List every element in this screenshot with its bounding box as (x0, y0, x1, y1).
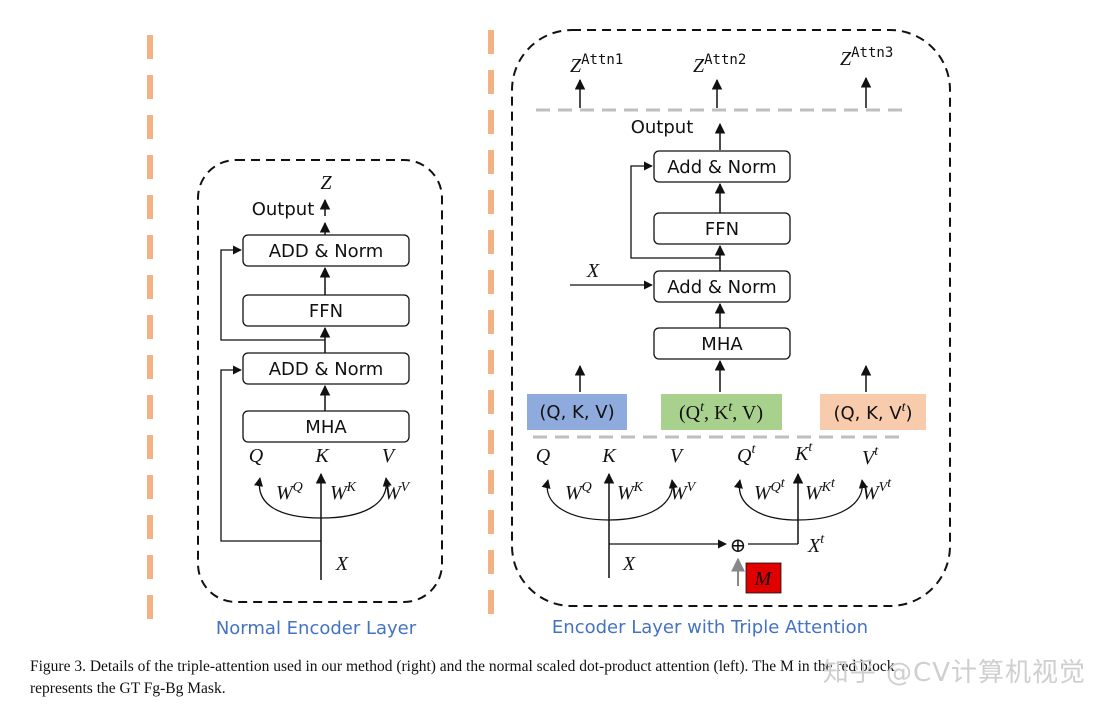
qkv-box-blue-label: (Q, K, V) (539, 402, 614, 423)
mask-label: M (754, 568, 773, 590)
left-wk: WK (330, 480, 357, 504)
right-qt: Qt (737, 442, 756, 467)
right-x-side: X (586, 260, 600, 282)
qkv-box-green (661, 394, 782, 430)
qkv-box-orange (820, 394, 926, 430)
caption-line-1: Figure 3. Details of the triple-attentio… (30, 658, 895, 675)
left-output-label: Output (252, 199, 315, 220)
right-panel-border (511, 29, 951, 607)
right-mha-label: MHA (701, 334, 743, 355)
qkv-box-orange-label: (Q, K, Vt) (833, 400, 912, 424)
right-wvt: WVt (862, 476, 892, 504)
right-q: Q (536, 445, 551, 467)
qkv-box-blue (527, 394, 627, 430)
right-add-norm-bottom-label: Add & Norm (667, 277, 776, 298)
right-wkt: WKt (805, 476, 836, 504)
right-wv: WV (670, 480, 697, 504)
right-add-norm-top-label: Add & Norm (667, 157, 776, 178)
right-panel-title: Encoder Layer with Triple Attention (552, 617, 868, 638)
right-output-attn1: ZAttn1 (570, 52, 623, 77)
right-v: V (670, 445, 685, 467)
right-wqt: WQt (754, 476, 786, 504)
left-input-x: X (335, 553, 349, 575)
right-k: K (601, 445, 617, 467)
right-wq: WQ (565, 480, 592, 504)
watermark: 知乎 @CV计算机视觉 (822, 658, 1086, 688)
left-mha-label: MHA (305, 417, 347, 438)
right-xt: Xt (807, 532, 825, 557)
right-output-attn3: ZAttn3 (840, 45, 893, 70)
left-wq: WQ (276, 480, 303, 504)
right-mha-box (653, 327, 791, 360)
mask-red-block (745, 562, 782, 594)
left-q: Q (249, 445, 264, 467)
right-ffn-label: FFN (705, 219, 739, 240)
right-vt: Vt (862, 444, 879, 469)
left-add-norm-bottom-box (242, 352, 410, 385)
right-x-bottom: X (622, 553, 636, 575)
left-add-norm-top-label: ADD & Norm (269, 241, 384, 262)
left-add-norm-bottom-label: ADD & Norm (269, 359, 384, 380)
left-panel-title: Normal Encoder Layer (216, 618, 417, 639)
left-v: V (382, 445, 397, 467)
left-panel-border (197, 159, 443, 603)
right-add-norm-bottom-box (653, 270, 791, 303)
qkv-box-green-label: (Qt, Kt, V) (679, 400, 763, 424)
right-output-attn2: ZAttn2 (693, 52, 746, 77)
left-mha-box (242, 410, 410, 443)
right-ffn-box (653, 212, 791, 245)
right-output-label: Output (631, 117, 694, 138)
left-ffn-box (242, 294, 410, 327)
left-ffn-label: FFN (309, 301, 343, 322)
figure-caption: Figure 3. Details of the triple-attentio… (30, 656, 1090, 700)
right-kt: Kt (794, 440, 813, 465)
triple-attention-diagram: Z Output ADD & Norm FFN ADD & Norm MHA Q… (147, 29, 951, 639)
oplus-icon: ⊕ (730, 535, 747, 557)
left-add-norm-top-box (242, 234, 410, 267)
left-wv: WV (384, 480, 411, 504)
right-wk: WK (617, 480, 644, 504)
left-k: K (314, 445, 330, 467)
right-add-norm-top-box (653, 150, 791, 183)
caption-line-2: represents the GT Fg-Bg Mask. (30, 680, 226, 697)
left-output-z: Z (320, 172, 332, 194)
